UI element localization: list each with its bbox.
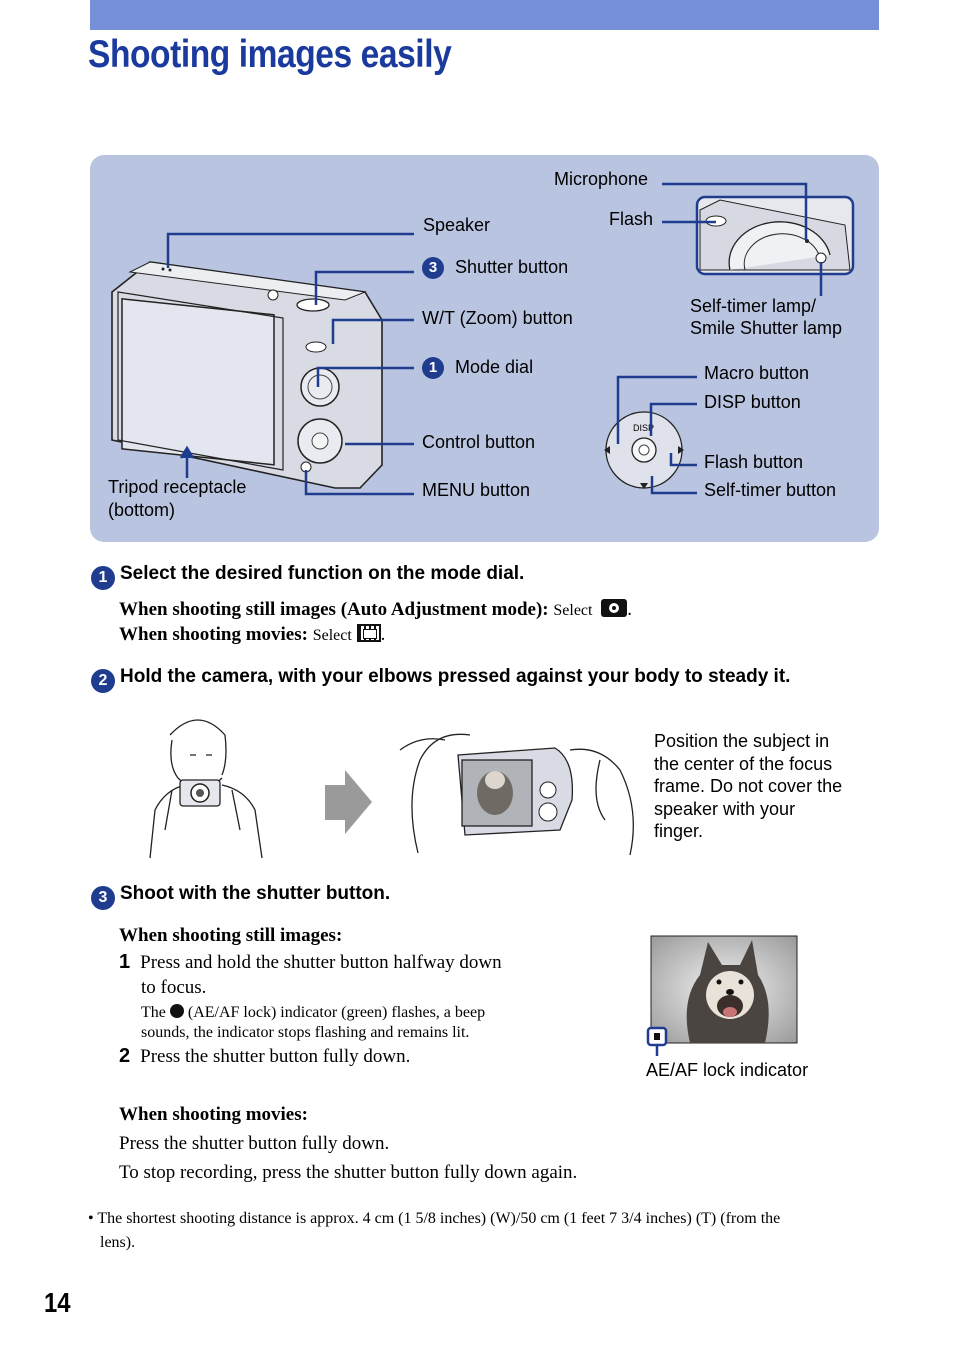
step2-note-line2: the center of the focus bbox=[654, 754, 833, 774]
header-bar bbox=[90, 0, 879, 30]
step3-sub1-note-line2: sounds, the indicator stops flashing and… bbox=[141, 1024, 470, 1041]
callout-lines bbox=[166, 232, 414, 496]
page-title: Shooting images easily bbox=[88, 33, 452, 76]
label-shutter-button: 3 Shutter button bbox=[422, 257, 568, 280]
step3-sub1-line2: to focus. bbox=[141, 977, 207, 998]
label-flash: Flash bbox=[609, 209, 654, 229]
footnote-line1: • The shortest shooting distance is appr… bbox=[88, 1210, 781, 1227]
step3-movie-line1: Press the shutter button fully down. bbox=[119, 1133, 390, 1154]
label-control-button: Control button bbox=[422, 432, 536, 452]
step2-note-line3: frame. Do not cover the bbox=[654, 776, 843, 796]
label-microphone: Microphone bbox=[554, 169, 649, 189]
label-mode-dial: 1 Mode dial bbox=[422, 357, 533, 380]
label-tripod-line1: Tripod receptacle bbox=[108, 477, 247, 497]
step2-note-line4: speaker with your bbox=[654, 799, 796, 819]
label-flash-button: Flash button bbox=[704, 452, 804, 472]
label-selftimer-lamp-line1: Self-timer lamp/ bbox=[690, 296, 817, 316]
svg-text:DISP: DISP bbox=[633, 423, 654, 433]
label-disp-button: DISP button bbox=[704, 392, 801, 412]
step3-still-heading: When shooting still images: bbox=[119, 925, 343, 946]
step-badge: 3 bbox=[91, 886, 115, 910]
step3-sub1-note: The (AE/AF lock) indicator (green) flash… bbox=[141, 1004, 486, 1021]
step1-movie-line: When shooting movies: Select . bbox=[119, 624, 386, 645]
holding-camera-illustration bbox=[149, 719, 634, 859]
label-menu-button: MENU button bbox=[422, 480, 531, 500]
camera-diagram: DISP bbox=[111, 182, 855, 496]
lock-indicator-dot-icon bbox=[169, 1004, 184, 1018]
step-badge: 3 bbox=[422, 257, 444, 280]
control-pad-illustration: DISP bbox=[604, 411, 684, 489]
label-zoom-button: W/T (Zoom) button bbox=[422, 308, 573, 328]
step2-note-line1: Position the subject in bbox=[654, 731, 830, 751]
label-selftimer-button: Self-timer button bbox=[704, 480, 837, 500]
camera-icon bbox=[601, 599, 628, 617]
label-tripod-line2: (bottom) bbox=[108, 500, 176, 520]
flash-inset-illustration bbox=[695, 195, 855, 276]
step-badge: 1 bbox=[422, 357, 444, 380]
footnote-line2: lens). bbox=[100, 1234, 136, 1251]
step1-still-line: When shooting still images (Auto Adjustm… bbox=[119, 599, 632, 620]
step3-movie-line2: To stop recording, press the shutter but… bbox=[119, 1162, 578, 1183]
label-ae-af-lock-indicator: AE/AF lock indicator bbox=[646, 1060, 809, 1080]
film-icon bbox=[356, 624, 381, 642]
step-badge: 2 bbox=[91, 669, 115, 693]
camera-body-illustration bbox=[111, 261, 383, 489]
focus-frame-photo bbox=[646, 935, 798, 1056]
arrow-right-icon bbox=[325, 770, 372, 834]
page-number: 14 bbox=[44, 1287, 71, 1318]
step2-note-line5: finger. bbox=[654, 821, 704, 841]
step-badge: 1 bbox=[91, 566, 115, 590]
step3-movie-heading: When shooting movies: bbox=[119, 1104, 308, 1125]
label-speaker: Speaker bbox=[423, 215, 491, 235]
label-selftimer-lamp-line2: Smile Shutter lamp bbox=[690, 318, 843, 338]
label-macro-button: Macro button bbox=[704, 363, 810, 383]
